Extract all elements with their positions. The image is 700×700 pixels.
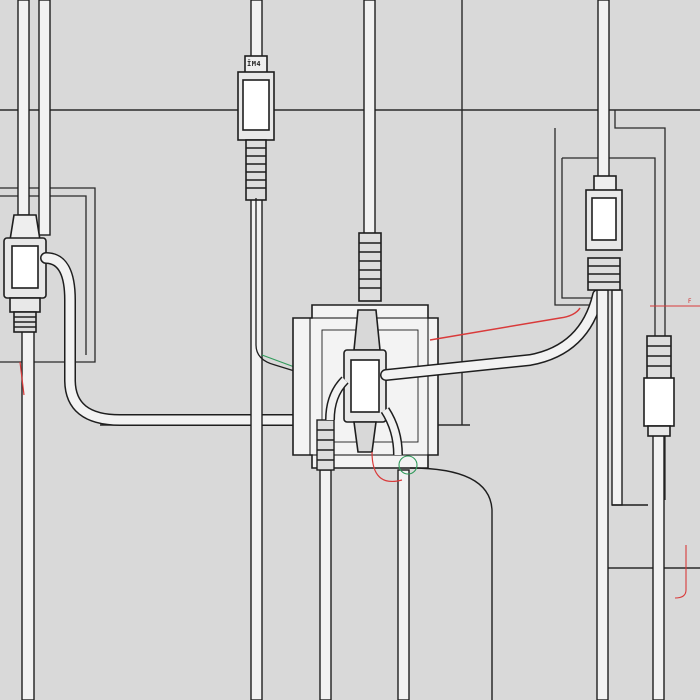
top-center-plug <box>237 55 275 201</box>
left-cable-down <box>21 329 35 700</box>
left-red-wire <box>19 361 25 396</box>
right-curve-wire <box>409 467 493 700</box>
center-upper-plug <box>358 232 382 302</box>
bottom-green-loop <box>398 455 418 475</box>
left-low-plug <box>316 419 335 471</box>
left-cable-a <box>17 0 30 216</box>
left-cable-b <box>38 0 51 236</box>
center-connector <box>343 309 387 453</box>
right-upper-connector <box>585 175 623 291</box>
right-arc-cable <box>380 289 604 381</box>
right-lower-connector <box>643 335 675 437</box>
left-connector <box>3 214 47 333</box>
center-upper-plug-cable <box>363 0 376 236</box>
box-left-lead <box>326 377 348 421</box>
box-right-lead <box>382 408 402 456</box>
right-low-red-wire <box>674 545 687 599</box>
right-lower-connector-cable <box>652 434 665 700</box>
left-loop-cable <box>40 252 336 426</box>
right-red-wire <box>429 307 581 341</box>
bottom-red-lead <box>371 451 403 482</box>
top-plug-lead <box>255 198 341 386</box>
